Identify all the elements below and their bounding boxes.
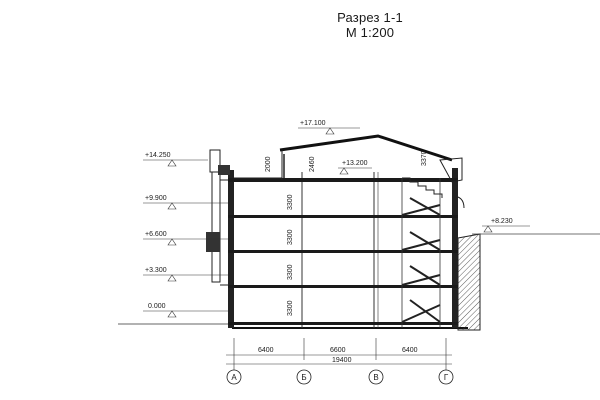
dim-floor1: 3300 (287, 300, 294, 316)
axis-label-a: А (231, 373, 237, 382)
axis-marker-g: Г (438, 369, 454, 385)
dim-attic-mid: 2460 (309, 156, 316, 172)
level-left-top-label: +14.250 (145, 152, 171, 159)
section-scale: М 1:200 (345, 25, 395, 40)
right-earth-fill (457, 233, 600, 331)
axis-label-g: Г (444, 373, 449, 382)
roof (234, 134, 463, 183)
floor-slabs (228, 178, 458, 325)
dim-floor2: 3300 (287, 264, 294, 280)
drawing-title-block: Разрез 1-1 М 1:200 (0, 10, 600, 40)
level-mark-floor3: +6.600 (143, 231, 228, 246)
axis-marker-b: Б (296, 369, 312, 385)
dim-span-vg: 6400 (402, 347, 418, 354)
level-mark-left-top: +14.250 (143, 152, 208, 167)
dim-floor4: 3300 (287, 194, 294, 210)
level-mark-attic: +13.200 (338, 160, 372, 175)
level-mark-terrain-right: +8.230 (482, 218, 530, 233)
dim-span-ab: 6400 (258, 347, 274, 354)
dim-span-bv: 6600 (330, 347, 346, 354)
dim-floor3: 3300 (287, 229, 294, 245)
dim-attic-left: 2000 (265, 156, 272, 172)
axis-marker-a: А (226, 369, 242, 385)
level-mark-ground: 0.000 (143, 303, 228, 318)
level-floor2-label: +3.300 (145, 267, 167, 274)
level-mark-floor2: +3.300 (143, 267, 228, 282)
level-ground-label: 0.000 (148, 303, 166, 310)
dim-total: 19400 (332, 357, 352, 364)
ground-line (118, 323, 468, 329)
dim-attic-right: 3370 (421, 150, 428, 166)
vertical-dimensions: 2000 2460 3370 3300 3300 3300 3300 (265, 150, 428, 316)
staircase (401, 177, 443, 328)
level-roof-ridge-label: +17.100 (300, 120, 326, 127)
level-marks: +14.250 +9.900 +6.600 +3.300 0.000 +17.1… (143, 120, 530, 318)
axis-label-b: Б (301, 373, 306, 382)
level-floor3-label: +6.600 (145, 231, 167, 238)
axis-label-v: В (373, 373, 378, 382)
level-mark-floor4: +9.900 (143, 195, 228, 210)
axis-marker-v: В (368, 369, 384, 385)
level-mark-roof-ridge: +17.100 (298, 120, 360, 135)
axis-markers: А Б В Г (226, 369, 454, 385)
section-title: Разрез 1-1 (337, 10, 403, 25)
level-terrain-right-label: +8.230 (491, 218, 513, 225)
level-attic-label: +13.200 (342, 160, 368, 167)
horizontal-dimensions: 6400 6600 6400 19400 (226, 338, 452, 370)
right-canopy (451, 195, 465, 209)
building-walls (228, 168, 458, 328)
chimney-column (206, 149, 230, 286)
level-floor4-label: +9.900 (145, 195, 167, 202)
